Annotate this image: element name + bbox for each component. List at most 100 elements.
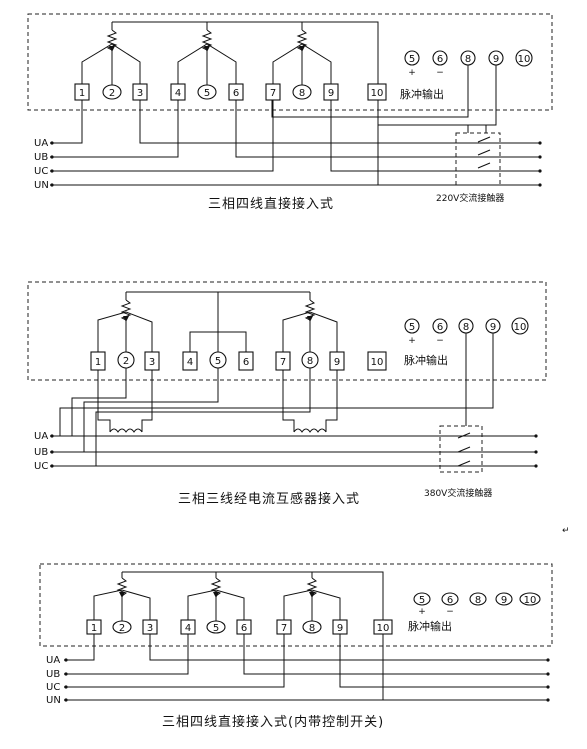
pulse-output-3: 5 6 8 9 10 + − 脉冲输出 bbox=[408, 592, 541, 633]
terminal-label: 1 bbox=[79, 88, 85, 99]
pulse-terminal-label: 10 bbox=[524, 595, 537, 606]
line-label-un: UN bbox=[34, 180, 49, 191]
terminal-row-2: 1 2 3 4 5 6 7 8 9 10 bbox=[90, 351, 387, 371]
pulse-output-label: 脉冲输出 bbox=[400, 87, 444, 101]
meter-element-1c bbox=[272, 22, 332, 88]
control-wire-9 bbox=[377, 65, 497, 126]
terminal-label: 8 bbox=[299, 88, 305, 99]
minus-sign: − bbox=[436, 336, 444, 346]
pulse-output-label: 脉冲输出 bbox=[404, 353, 448, 367]
pulse-terminal-label: 5 bbox=[419, 595, 425, 606]
meter-element-3c bbox=[283, 572, 341, 626]
meter-element-2a bbox=[97, 292, 153, 352]
meter-enclosure-2 bbox=[27, 281, 547, 381]
pulse-terminal-label: 9 bbox=[493, 54, 499, 65]
terminal-label: 7 bbox=[270, 88, 276, 99]
meter-enclosure-1 bbox=[27, 13, 553, 111]
terminal-label: 9 bbox=[334, 357, 340, 368]
terminal-5 bbox=[197, 84, 217, 100]
line-label-uc: UC bbox=[34, 166, 48, 177]
voltage-bus-1 bbox=[112, 21, 379, 84]
voltage-bus-3 bbox=[122, 571, 384, 620]
terminal-label: 10 bbox=[371, 357, 384, 368]
phase-lines-1: UA UB UC UN bbox=[34, 100, 542, 191]
terminal-label: 10 bbox=[371, 88, 384, 99]
pulse-terminal-label: 9 bbox=[490, 322, 496, 333]
phase-lines-3: UA UB UC UN bbox=[46, 634, 550, 706]
pulse-terminal-label: 5 bbox=[409, 322, 415, 333]
contactor-label: 380V交流接触器 bbox=[424, 487, 492, 499]
terminal-8 bbox=[292, 84, 312, 100]
line-label-uc: UC bbox=[34, 461, 48, 472]
meter-element-1a bbox=[81, 22, 141, 88]
contactor-2: 380V交流接触器 bbox=[424, 425, 492, 499]
line-label-ub: UB bbox=[34, 447, 48, 458]
terminal-label: 9 bbox=[328, 88, 334, 99]
phase-lines-2: UA UB UC bbox=[34, 431, 538, 472]
return-mark: ↵ bbox=[562, 526, 570, 536]
line-label-ub: UB bbox=[46, 669, 60, 680]
control-wire-8 bbox=[271, 65, 469, 118]
diagram-2: 1 2 3 4 5 6 7 8 9 10 5 6 8 9 10 bbox=[27, 281, 570, 536]
terminal-10 bbox=[367, 83, 387, 101]
diagram-1: 1 2 3 4 5 6 7 8 9 10 5 6 8 9 10 bbox=[27, 13, 553, 212]
meter-element-3b bbox=[187, 572, 245, 626]
plus-sign: + bbox=[408, 336, 416, 346]
plus-sign: + bbox=[418, 607, 426, 617]
terminal-label: 3 bbox=[137, 88, 143, 99]
pulse-terminal-label: 5 bbox=[409, 54, 415, 65]
terminal-label: 7 bbox=[281, 623, 287, 634]
terminal-label: 6 bbox=[233, 88, 239, 99]
terminal-label: 4 bbox=[175, 88, 181, 99]
pulse-terminal-label: 8 bbox=[463, 322, 469, 333]
pulse-terminal-label: 6 bbox=[437, 322, 443, 333]
pulse-output-1: 5 6 8 9 10 + − 脉冲输出 bbox=[400, 49, 533, 101]
terminal-label: 3 bbox=[149, 357, 155, 368]
line-label-un: UN bbox=[46, 695, 61, 706]
current-transformer-a bbox=[97, 370, 153, 433]
terminal-label: 5 bbox=[215, 356, 221, 367]
terminal-label: 5 bbox=[213, 623, 219, 634]
pulse-output-2: 5 6 8 9 10 + − 脉冲输出 bbox=[404, 317, 529, 367]
terminal-label: 1 bbox=[91, 623, 97, 634]
terminal-label: 1 bbox=[95, 357, 101, 368]
pulse-terminal-label: 6 bbox=[447, 595, 453, 606]
minus-sign: − bbox=[446, 607, 454, 617]
line-label-ub: UB bbox=[34, 152, 48, 163]
contactor-label: 220V交流接触器 bbox=[436, 192, 504, 204]
contactor-1: 220V交流接触器 bbox=[436, 125, 504, 204]
plus-sign: + bbox=[408, 68, 416, 78]
terminal-label: 9 bbox=[337, 623, 343, 634]
line-label-ua: UA bbox=[34, 431, 48, 442]
meter-element-1b bbox=[177, 22, 237, 88]
pulse-terminal-label: 8 bbox=[475, 595, 481, 606]
meter-element-3a bbox=[93, 572, 151, 626]
line-label-uc: UC bbox=[46, 682, 60, 693]
meter-enclosure-3 bbox=[39, 563, 553, 647]
terminal-label: 8 bbox=[309, 623, 315, 634]
terminal-label: 2 bbox=[119, 623, 125, 634]
diagram-3: 1 2 3 4 5 6 7 8 9 10 5 6 8 9 10 + bbox=[39, 563, 553, 730]
pulse-terminal-label: 9 bbox=[501, 595, 507, 606]
current-transformer-c bbox=[282, 370, 338, 433]
caption-1: 三相四线直接接入式 bbox=[208, 196, 334, 212]
pulse-output-label: 脉冲输出 bbox=[408, 619, 452, 633]
terminal-label: 8 bbox=[307, 356, 313, 367]
terminal-2 bbox=[102, 84, 122, 100]
caption-2: 三相三线经电流互感器接入式 bbox=[178, 491, 360, 507]
terminal-label: 6 bbox=[241, 623, 247, 634]
line-label-ua: UA bbox=[34, 138, 48, 149]
terminal-label: 5 bbox=[204, 88, 210, 99]
control-wire-9 bbox=[59, 333, 494, 436]
pulse-terminal-label: 6 bbox=[437, 54, 443, 65]
pulse-terminal-label: 10 bbox=[518, 54, 531, 65]
terminal-label: 4 bbox=[185, 623, 191, 634]
terminal-label: 3 bbox=[147, 623, 153, 634]
terminal-label: 7 bbox=[280, 357, 286, 368]
pulse-terminal-label: 8 bbox=[465, 54, 471, 65]
pulse-terminal-label: 10 bbox=[514, 322, 527, 333]
terminal-row-1: 1 2 3 4 5 6 7 8 9 10 bbox=[74, 83, 387, 101]
minus-sign: − bbox=[436, 68, 444, 78]
terminal-label: 2 bbox=[123, 356, 129, 367]
